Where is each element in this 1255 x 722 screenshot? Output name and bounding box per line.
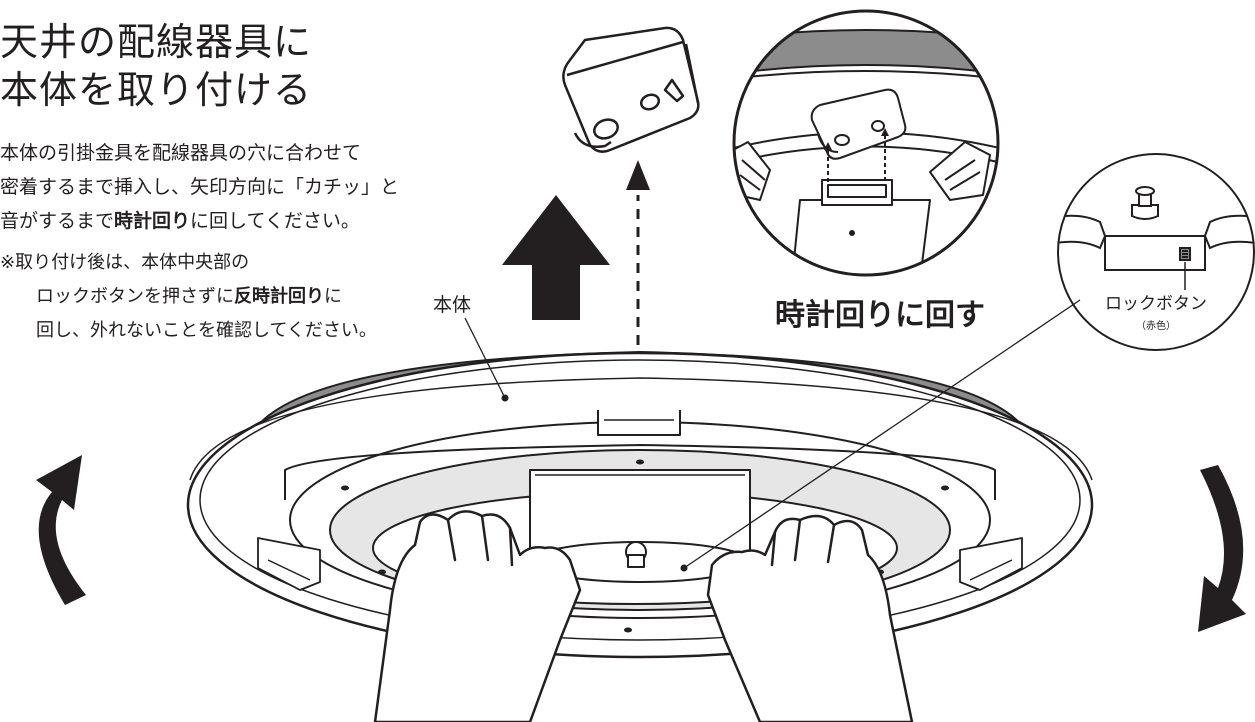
note-line-2-prefix: ロックボタンを押さずに [36, 286, 234, 307]
note-line-2-suffix: に [324, 286, 342, 307]
instruction-line-3: 音がするまで時計回りに回してください。 [0, 204, 399, 238]
instruction-line-3-suffix: に回してください。 [190, 210, 360, 232]
instruction-line-2: 密着するまで挿入し、矢印方向に「カチッ」と [0, 176, 400, 198]
zoom-detail-illustration [732, 9, 1000, 277]
title-line-1: 天井の配線器具に [0, 20, 313, 64]
instruction-bold-clockwise: 時計回り [114, 210, 191, 232]
hands-illustration [373, 510, 914, 722]
up-arrow-icon [502, 195, 610, 320]
instruction-line-1: 本体の引掛金具を配線器具の穴に合わせて [0, 142, 362, 164]
note-line-2: ロックボタンを押さずに反時計回りに [0, 280, 377, 314]
dashed-arrow-icon [626, 160, 650, 345]
instruction-line-3-prefix: 音がするまで [0, 210, 115, 232]
title-line-2: 本体を取り付ける [0, 68, 313, 112]
label-rotate-clockwise: 時計回りに回す [775, 298, 985, 333]
lock-button-detail [1057, 153, 1255, 351]
label-lock-button: ロックボタン [1105, 294, 1207, 314]
lamp-body-illustration [186, 351, 1094, 659]
ceiling-fixture-illustration [562, 26, 700, 153]
cw-arrow-icon [1198, 465, 1246, 632]
note-line-1: ※取り付け後は、本体中央部の [0, 252, 250, 273]
leader-lines [464, 299, 1081, 569]
ccw-arrow-icon [36, 455, 86, 605]
page-title: 天井の配線器具に 本体を取り付ける [0, 18, 312, 114]
caution-note: ※取り付け後は、本体中央部の ロックボタンを押さずに反時計回りに 回し、外れない… [0, 246, 377, 348]
note-bold-counterclockwise: 反時計回り [234, 286, 324, 307]
instruction-text: 本体の引掛金具を配線器具の穴に合わせて 密着するまで挿入し、矢印方向に「カチッ」… [0, 136, 399, 238]
label-lock-button-color: （赤色） [1136, 321, 1176, 332]
note-line-3: 回し、外れないことを確認してください。 [36, 320, 377, 341]
label-main-body: 本体 [433, 294, 472, 316]
